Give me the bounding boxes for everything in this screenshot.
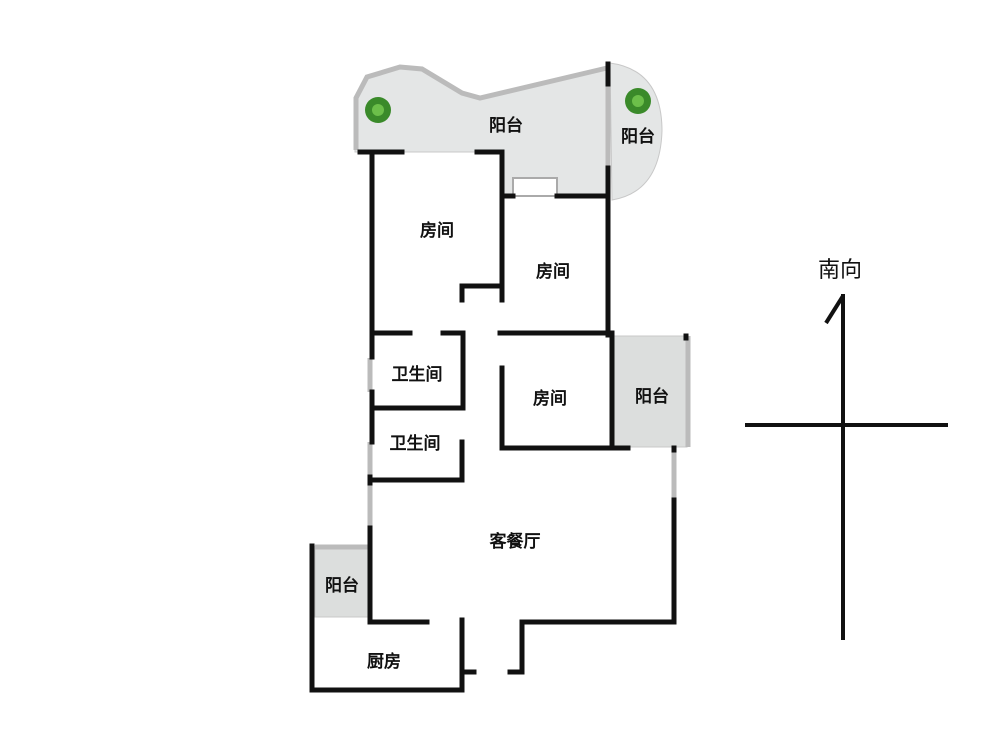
room-label-balcony-top: 阳台 (489, 115, 523, 136)
balcony-right-area (611, 335, 688, 448)
room-label-balcony-right: 阳台 (635, 386, 669, 407)
balcony-top-area (354, 65, 609, 198)
compass-arrow-icon (824, 294, 845, 325)
compass: 南向 (745, 258, 948, 640)
balcony-left-area (314, 545, 369, 618)
room-label-balcony-top-right: 阳台 (621, 126, 655, 147)
room-label-bathroom-2: 卫生间 (390, 433, 441, 454)
room-label-kitchen: 厨房 (367, 651, 401, 672)
room-label-bedroom-3: 房间 (533, 388, 567, 409)
room-label-living-dining: 客餐厅 (489, 531, 541, 552)
walls (309, 61, 689, 693)
room-label-bedroom-2: 房间 (536, 261, 570, 282)
plant-icon (632, 95, 644, 107)
balcony-railing (353, 64, 608, 150)
balcony-door-frame (512, 177, 558, 197)
room-label-bedroom-1: 房间 (420, 220, 454, 241)
compass-label: 南向 (818, 258, 862, 283)
plant-icon (372, 104, 384, 116)
room-label-bathroom-1: 卫生间 (392, 364, 443, 385)
room-label-balcony-left: 阳台 (325, 575, 359, 596)
